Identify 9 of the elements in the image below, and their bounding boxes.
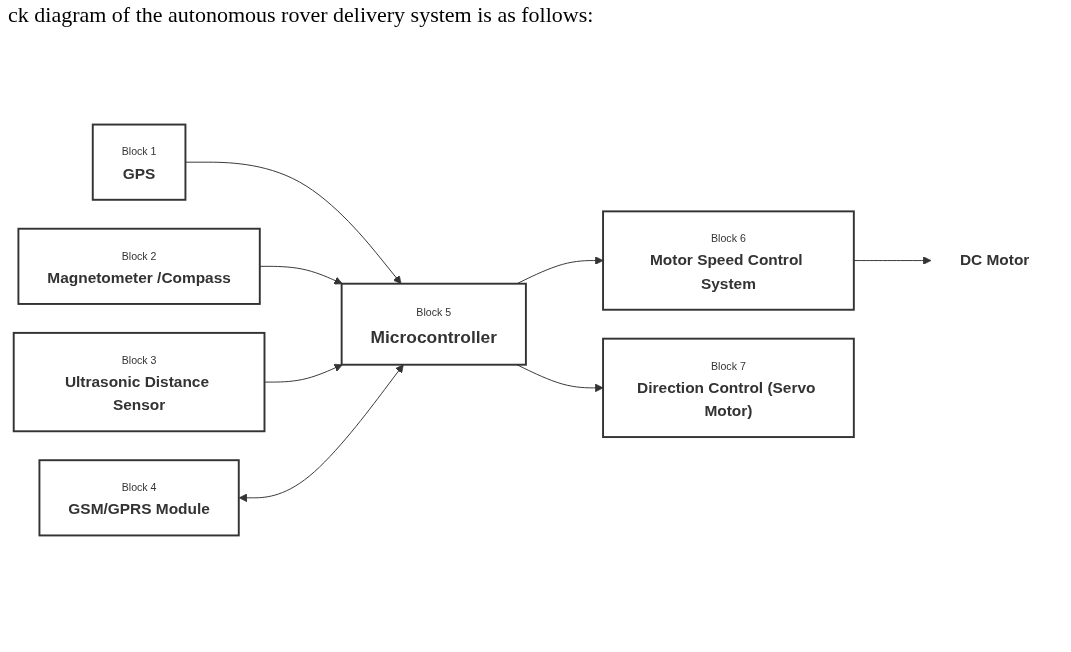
node-box: Block 7 Direction Control (Servo Motor) xyxy=(601,337,855,439)
node-box: Block 3 Ultrasonic Distance Sensor xyxy=(12,331,265,433)
node-box: Block 6 Motor Speed Control System xyxy=(601,210,855,311)
node-box: Block 1 GPS xyxy=(91,123,186,201)
intro-text: ck diagram of the autonomous rover delivery system is as follows: xyxy=(8,2,595,28)
node-box: Block 5 Microcontroller xyxy=(340,282,527,366)
node-box: Block 2 Magnetometer /Compass xyxy=(16,227,261,305)
node-text: DC Motor xyxy=(959,251,1029,269)
node-box: Block 4 GSM/GPRS Module xyxy=(37,459,240,537)
